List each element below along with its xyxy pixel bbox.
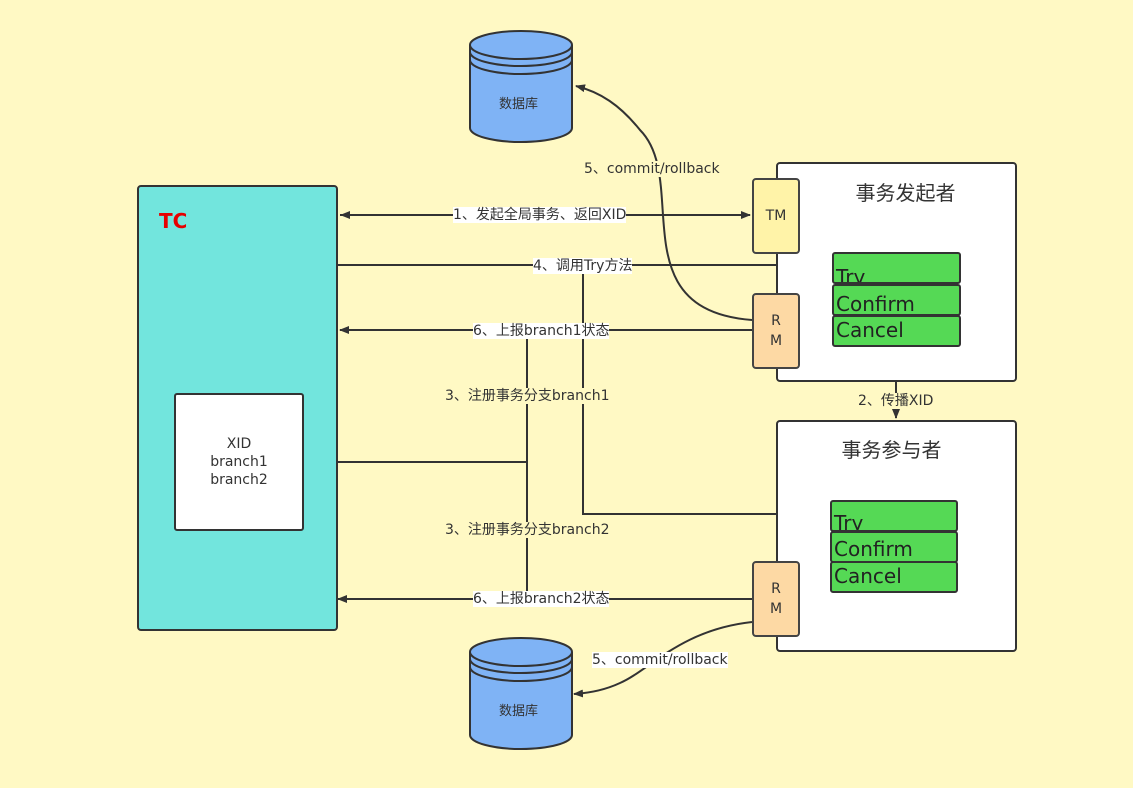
rm1-label-m: M bbox=[769, 333, 783, 349]
edge-5a-line bbox=[575, 84, 753, 321]
database-top-label: 数据库 bbox=[499, 97, 539, 112]
edge-4-branch-line bbox=[582, 265, 829, 518]
initiator-confirm: Confirm bbox=[832, 284, 961, 316]
edge-4-label: 4、调用Try方法 bbox=[533, 258, 633, 274]
initiator-try: Try bbox=[832, 252, 961, 284]
edge-5b-line bbox=[573, 621, 753, 698]
rm1-node: R M bbox=[752, 293, 800, 369]
edge-6b-label: 6、上报branch2状态 bbox=[473, 591, 610, 607]
rm2-node: R M bbox=[752, 561, 800, 637]
participant-try: Try bbox=[830, 500, 958, 532]
rm2-label-r: R bbox=[771, 581, 781, 597]
database-bottom-icon bbox=[469, 637, 573, 750]
edge-6a-label: 6、上报branch1状态 bbox=[473, 323, 610, 339]
edge-2-label: 2、传播XID bbox=[858, 393, 934, 409]
edge-3a-label: 3、注册事务分支branch1 bbox=[445, 388, 610, 404]
participant-title: 事务参与者 bbox=[841, 438, 942, 462]
branch2-line: branch2 bbox=[210, 472, 268, 488]
tc-node: TC bbox=[137, 185, 338, 631]
tc-title: TC bbox=[159, 209, 188, 233]
edge-5b-label: 5、commit/rollback bbox=[592, 652, 728, 668]
rm1-label-r: R bbox=[771, 313, 781, 329]
xid-box: XID branch1 branch2 bbox=[174, 393, 304, 531]
initiator-title: 事务发起者 bbox=[855, 181, 956, 205]
database-top-icon bbox=[469, 30, 573, 143]
initiator-cancel: Cancel bbox=[832, 315, 961, 347]
edge-1-label: 1、发起全局事务、返回XID bbox=[453, 207, 627, 223]
edge-5a-label: 5、commit/rollback bbox=[584, 161, 720, 177]
xid-line: XID bbox=[226, 436, 252, 452]
participant-cancel: Cancel bbox=[830, 561, 958, 593]
database-bottom-label: 数据库 bbox=[499, 704, 539, 719]
edge-3b-label: 3、注册事务分支branch2 bbox=[445, 522, 610, 538]
branch1-line: branch1 bbox=[210, 454, 268, 470]
participant-node: 事务参与者 bbox=[776, 420, 1017, 652]
rm2-label-m: M bbox=[769, 601, 783, 617]
tm-node: TM bbox=[752, 178, 800, 254]
participant-confirm: Confirm bbox=[830, 531, 958, 563]
